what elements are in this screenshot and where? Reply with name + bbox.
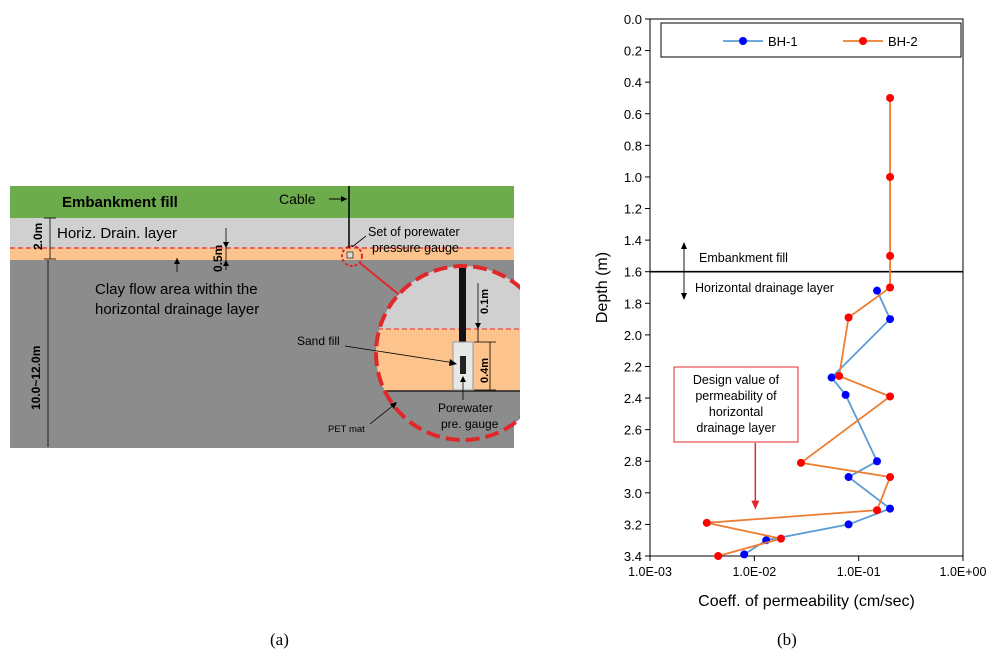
drain-layer bbox=[10, 218, 514, 248]
series-line-bh-1 bbox=[743, 290, 892, 556]
x-axis-label: Coeff. of permeability (cm/sec) bbox=[698, 593, 915, 610]
y-tick-label: 2.8 bbox=[624, 454, 642, 469]
legend-label-bh-2: BH-2 bbox=[888, 34, 918, 49]
point-bh-1 bbox=[873, 457, 882, 466]
point-bh-2 bbox=[886, 392, 895, 401]
y-tick-label: 3.4 bbox=[624, 549, 642, 564]
plot-area bbox=[649, 18, 964, 557]
point-bh-1 bbox=[844, 473, 853, 482]
y-tick-label: 0.6 bbox=[624, 107, 642, 122]
embankment-label: Embankment fill bbox=[62, 194, 178, 211]
y-tick-label: 3.2 bbox=[624, 517, 642, 532]
gauge-highlight-circle bbox=[341, 245, 363, 267]
permeability-chart: 0.0 0.2 0.4 0.6 0.8 1.0 1.2 1.4 1.6 1.8 2.0 2.2 2.4 2… bbox=[595, 12, 987, 610]
dim-0-5m: 0.5m bbox=[211, 245, 225, 272]
clay-flow-layer bbox=[10, 248, 514, 260]
dim-0-4m: 0.4m bbox=[479, 358, 491, 383]
point-bh-2 bbox=[796, 458, 805, 467]
drain-label: Horiz. Drain. layer bbox=[57, 225, 177, 242]
x-tick-label: 1.0E-02 bbox=[732, 565, 776, 579]
y-tick-label: 1.6 bbox=[624, 265, 642, 280]
y-tick-label: 0.4 bbox=[624, 75, 642, 90]
y-tick-label: 2.6 bbox=[624, 423, 642, 438]
point-bh-2 bbox=[886, 93, 895, 102]
design-value-arrowhead bbox=[751, 500, 760, 510]
y-tick-label: 1.4 bbox=[624, 233, 642, 248]
point-bh-2 bbox=[873, 506, 882, 515]
sand-fill-label: Sand fill bbox=[297, 334, 340, 348]
label-embankment-fill: Embankment fill bbox=[699, 251, 788, 265]
design-value-text: drainage layer bbox=[696, 421, 775, 435]
x-tick-label: 1.0E-03 bbox=[628, 565, 672, 579]
cable-label: Cable bbox=[279, 191, 316, 207]
label-horizontal-drainage: Horizontal drainage layer bbox=[695, 281, 834, 295]
y-tick-label: 1.0 bbox=[624, 170, 642, 185]
zoom-circle bbox=[374, 264, 520, 442]
cable-thick bbox=[459, 268, 466, 342]
legend-label-bh-1: BH-1 bbox=[768, 34, 798, 49]
legend-marker-bh-2 bbox=[859, 37, 867, 45]
y-axis-label: Depth (m) bbox=[595, 252, 611, 323]
y-tick-label: 0.2 bbox=[624, 44, 642, 59]
design-value-text: permeability of bbox=[695, 389, 777, 403]
point-bh-1 bbox=[886, 504, 895, 513]
point-bh-1 bbox=[827, 373, 836, 382]
legend-box bbox=[660, 22, 962, 58]
embankment-layer bbox=[10, 186, 514, 218]
panel-label-b: (b) bbox=[777, 630, 797, 649]
point-bh-2 bbox=[886, 172, 895, 181]
dim-2m: 2.0m bbox=[31, 223, 45, 250]
y-tick-label: 2.0 bbox=[624, 328, 642, 343]
boundary-arrow-down bbox=[681, 293, 687, 300]
point-bh-2 bbox=[776, 534, 785, 543]
y-tick-label: 1.2 bbox=[624, 202, 642, 217]
y-tick-label: 1.8 bbox=[624, 296, 642, 311]
pet-mat-label: PET mat bbox=[328, 424, 365, 435]
y-tick-label: 0.0 bbox=[624, 12, 642, 27]
panel-label-a: (a) bbox=[270, 630, 289, 649]
y-tick-label: 2.4 bbox=[624, 391, 642, 406]
drainage-diagram: Embankment fill Horiz. Drain. layer Cabl… bbox=[10, 186, 520, 448]
y-tick-label: 0.8 bbox=[624, 138, 642, 153]
point-bh-1 bbox=[886, 315, 895, 324]
point-bh-1 bbox=[841, 390, 850, 399]
y-tick-label: 2.2 bbox=[624, 359, 642, 374]
point-bh-1 bbox=[740, 550, 749, 559]
x-tick-label: 1.0E+00 bbox=[940, 565, 987, 579]
point-bh-2 bbox=[714, 552, 723, 560]
dim-0-1m: 0.1m bbox=[479, 289, 491, 314]
design-value-box bbox=[673, 366, 799, 443]
dim-10-12m: 10.0~12.0m bbox=[29, 346, 43, 410]
point-bh-2 bbox=[844, 313, 853, 322]
design-value-text: horizontal bbox=[709, 405, 763, 419]
small-gauge bbox=[346, 251, 354, 259]
point-bh-2 bbox=[886, 473, 895, 482]
x-tick-label: 1.0E-01 bbox=[837, 565, 881, 579]
point-bh-2 bbox=[886, 251, 895, 260]
point-bh-2 bbox=[835, 371, 844, 380]
y-tick-label: 3.0 bbox=[624, 486, 642, 501]
boundary-arrow-up bbox=[681, 242, 687, 249]
point-bh-1 bbox=[844, 520, 853, 529]
design-value-text: Design value of bbox=[693, 373, 780, 387]
point-bh-2 bbox=[702, 518, 711, 527]
legend-marker-bh-1 bbox=[739, 37, 747, 45]
gauge-body bbox=[460, 356, 466, 374]
point-bh-2 bbox=[886, 283, 895, 292]
point-bh-1 bbox=[873, 286, 882, 295]
